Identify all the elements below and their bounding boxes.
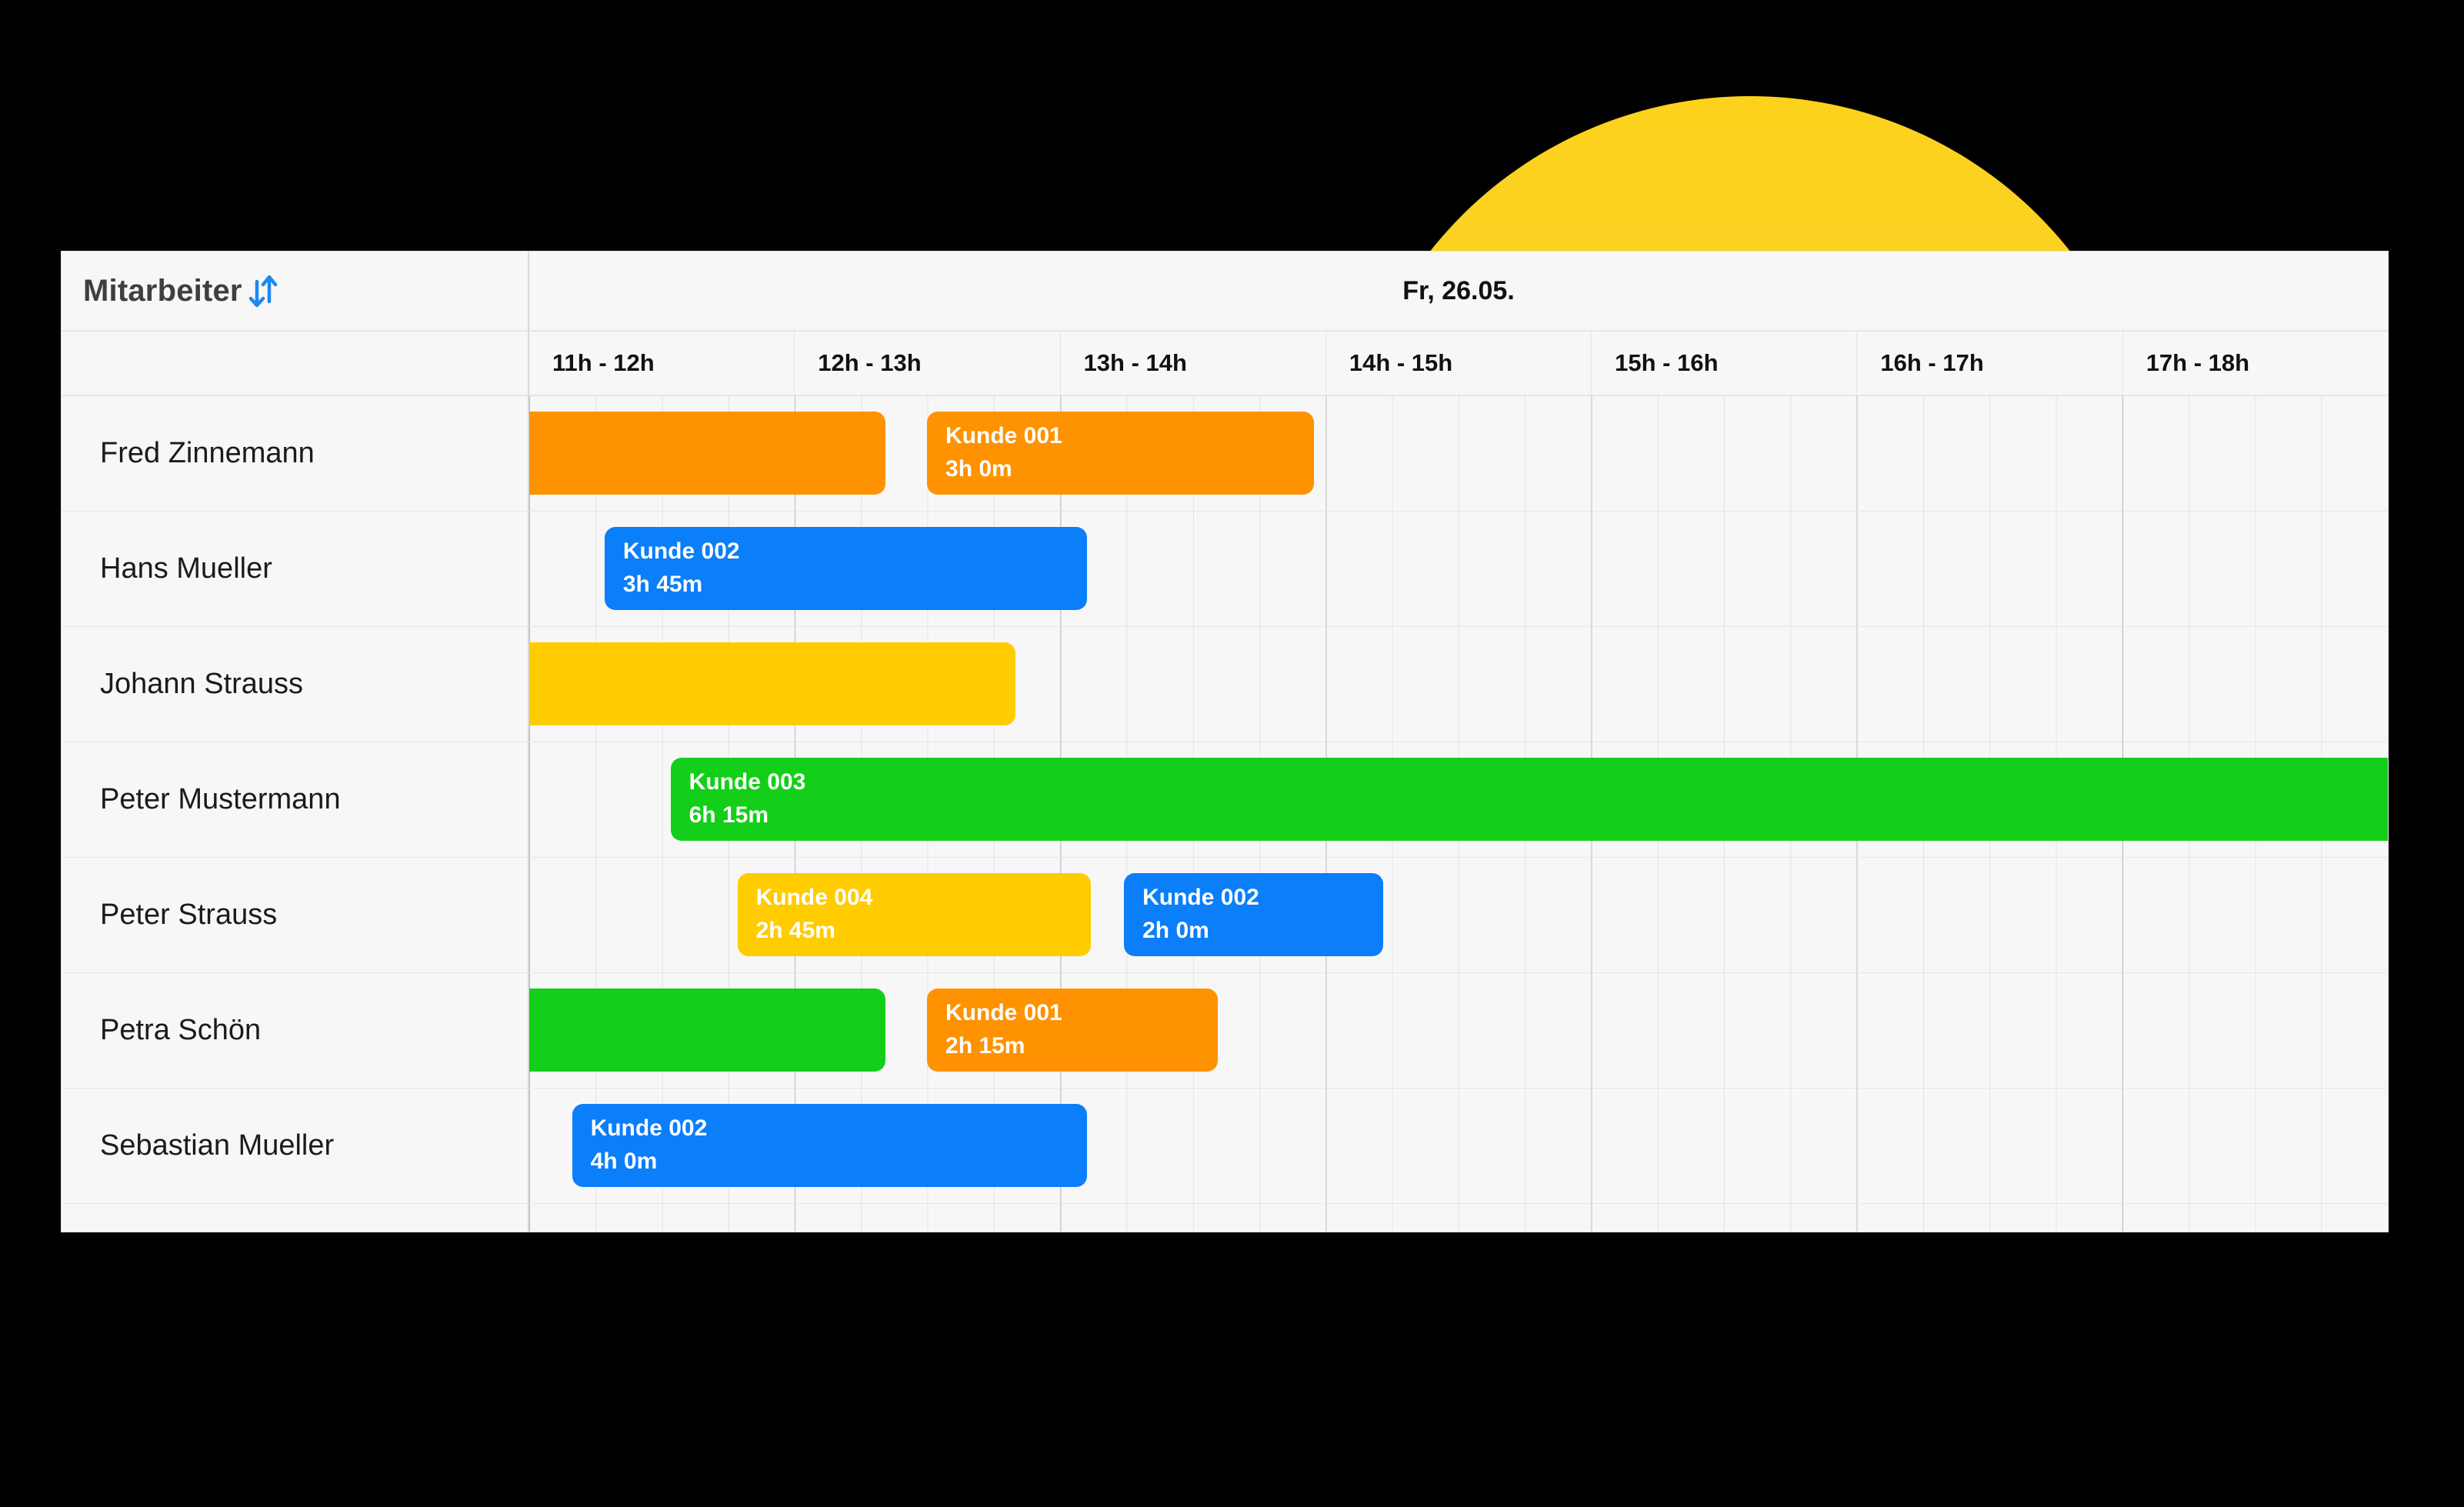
time-scale-cell: 17h - 18h (2146, 349, 2250, 376)
time-scale-cell: 14h - 15h (1326, 332, 1592, 395)
schedule-row: Fred Zinnemann Kunde 001 3h 0m (62, 396, 2388, 512)
task-bar-title: Kunde 004 (755, 885, 873, 910)
task-bar-duration: 2h 45m (755, 917, 835, 943)
task-bar-title: Kunde 003 (689, 769, 806, 795)
task-bar-title: Kunde 002 (622, 538, 740, 564)
task-bar-duration: 2h 0m (1142, 917, 1209, 943)
task-bar-duration: 2h 15m (945, 1032, 1025, 1059)
task-bar[interactable] (529, 412, 885, 495)
employee-name-cell[interactable]: Sebastian Mueller (62, 1089, 529, 1204)
sort-updown-icon[interactable] (245, 271, 281, 311)
schedule-row-partial (62, 1204, 2388, 1232)
timeline-track[interactable] (529, 1204, 2388, 1232)
timeline-track[interactable]: Kunde 004 2h 45m Kunde 002 2h 0m (529, 858, 2388, 973)
employee-column-label: Mitarbeiter (83, 273, 242, 308)
employee-name-cell[interactable] (62, 1204, 529, 1232)
task-bar[interactable]: Kunde 003 6h 15m (670, 758, 2388, 841)
schedule-row: Petra Schön Kunde 001 2h 15m (62, 973, 2388, 1089)
timeline-track[interactable]: Kunde 001 2h 15m (529, 973, 2388, 1089)
task-bar[interactable] (529, 642, 1015, 725)
task-bar[interactable]: Kunde 004 2h 45m (737, 873, 1091, 956)
schedule-row: Sebastian Mueller Kunde 002 4h 0m (62, 1089, 2388, 1204)
task-bar[interactable]: Kunde 002 4h 0m (572, 1104, 1087, 1187)
employee-name-cell[interactable]: Peter Mustermann (62, 742, 529, 858)
task-bar[interactable]: Kunde 002 2h 0m (1124, 873, 1384, 956)
task-bar-title: Kunde 001 (945, 1000, 1062, 1025)
time-scale-cell: 15h - 16h (1592, 332, 1858, 395)
task-bar-title: Kunde 001 (945, 423, 1062, 448)
employee-name-cell[interactable]: Petra Schön (62, 973, 529, 1089)
task-bar[interactable]: Kunde 002 3h 45m (604, 527, 1087, 610)
schedule-row: Johann Strauss (62, 627, 2388, 742)
gantt-schedule-panel: Mitarbeiter Fr, 26.05. (62, 252, 2388, 1232)
timeline-track[interactable]: Kunde 002 3h 45m (529, 512, 2388, 627)
date-header: Fr, 26.05. (529, 252, 2388, 332)
employee-column-header[interactable]: Mitarbeiter (62, 252, 529, 332)
task-bar[interactable] (529, 989, 885, 1072)
timeline-track[interactable]: Kunde 001 3h 0m (529, 396, 2388, 512)
time-scale-cell: 13h - 14h (1061, 332, 1326, 395)
task-bar[interactable]: Kunde 001 2h 15m (927, 989, 1219, 1072)
timeline-track[interactable]: Kunde 003 6h 15m (529, 742, 2388, 858)
employee-name-cell[interactable]: Hans Mueller (62, 512, 529, 627)
schedule-row: Peter Strauss Kunde 004 2h 45m Kunde 002 2h … (62, 858, 2388, 973)
schedule-row: Hans Mueller Kunde 002 3h 45m (62, 512, 2388, 627)
employee-name-cell[interactable]: Fred Zinnemann (62, 396, 529, 512)
table-header: Mitarbeiter Fr, 26.05. (62, 252, 2388, 332)
time-scale-cell: 12h - 13h (795, 332, 1061, 395)
employee-name-cell[interactable]: Peter Strauss (62, 858, 529, 973)
task-bar-duration: 3h 45m (622, 571, 703, 597)
task-bar-title: Kunde 002 (1142, 885, 1259, 910)
employee-name-cell[interactable]: Johann Strauss (62, 627, 529, 742)
schedule-row: Peter Mustermann Kunde 003 6h 15m (62, 742, 2388, 858)
task-bar-duration: 6h 15m (689, 802, 769, 828)
task-bar-duration: 4h 0m (590, 1148, 658, 1174)
time-scale-cell: 16h - 17h (1857, 332, 2123, 395)
task-bar[interactable]: Kunde 001 3h 0m (927, 412, 1314, 495)
time-scale-cell: 11h - 12h (529, 332, 795, 395)
time-scale-spacer (62, 332, 529, 396)
timeline-track[interactable] (529, 627, 2388, 742)
task-bar-title: Kunde 002 (590, 1115, 708, 1141)
task-bar-duration: 3h 0m (945, 455, 1012, 482)
timeline-track[interactable]: Kunde 002 4h 0m (529, 1089, 2388, 1204)
